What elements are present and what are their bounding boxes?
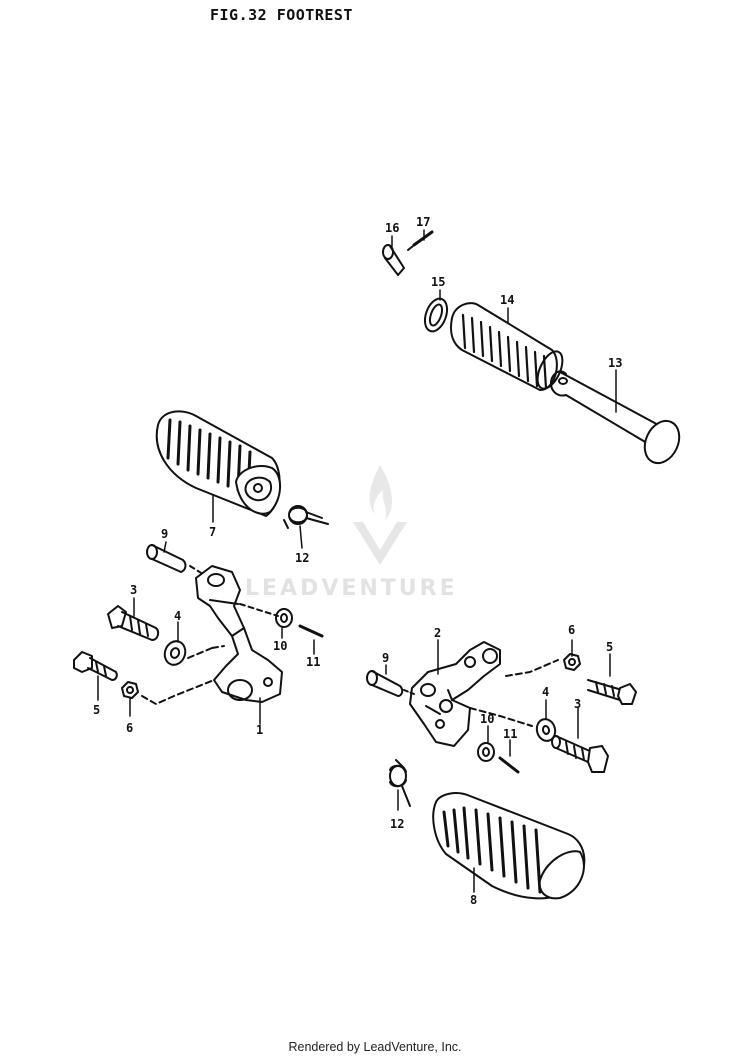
- callout-10-right: 10: [480, 712, 494, 726]
- part-12-spring-left: [283, 505, 329, 529]
- callout-12-right: 12: [390, 817, 404, 831]
- callout-6-right: 6: [568, 623, 575, 637]
- callout-15: 15: [431, 275, 445, 289]
- footer-credit: Rendered by LeadVenture, Inc.: [288, 1040, 462, 1054]
- part-9-pin-left: [146, 544, 207, 577]
- callout-12-left: 12: [295, 551, 309, 565]
- part-10-washer-right: [477, 742, 495, 762]
- part-4-washer-right: [469, 707, 557, 742]
- part-1-bracket-left: [195, 565, 283, 703]
- part-3-bolt-left: [107, 605, 160, 641]
- callout-3-left: 3: [130, 583, 137, 597]
- callout-11-right: 11: [503, 727, 517, 741]
- figure-title: FIG.32 FOOTREST: [210, 6, 353, 24]
- part-2-bracket-right: [409, 641, 501, 747]
- callout-4-right: 4: [542, 685, 549, 699]
- part-16-pin: [382, 244, 405, 276]
- part-15-washer: [423, 297, 449, 333]
- part-7-rubber: [155, 410, 281, 517]
- callout-16: 16: [385, 221, 399, 235]
- part-5-bolt-left: [73, 651, 118, 681]
- part-13-shaft: [550, 370, 681, 465]
- part-11-cotter-right: [498, 756, 520, 774]
- part-4-washer-left: [163, 640, 225, 666]
- callout-labels: 16 17 15 14 13 7 12 9 3 4 10 11 1 5 6 2 …: [93, 215, 622, 907]
- callout-14: 14: [500, 293, 514, 307]
- callout-1: 1: [256, 723, 263, 737]
- part-11-cotter-left: [239, 603, 324, 638]
- part-10-washer-left: [275, 608, 293, 628]
- leadventure-logo-icon: [353, 465, 407, 565]
- part-12-spring-right: [389, 759, 411, 807]
- callout-10-left: 10: [273, 639, 287, 653]
- callout-2: 2: [434, 626, 441, 640]
- watermark-text: LEADVENTURE: [245, 576, 458, 601]
- callout-7: 7: [209, 525, 216, 539]
- callout-9-left: 9: [161, 527, 168, 541]
- callout-11-left: 11: [306, 655, 320, 669]
- callout-17-label: 17: [416, 215, 430, 229]
- callout-8: 8: [470, 893, 477, 907]
- callout-4-left: 4: [174, 609, 181, 623]
- part-14-rubber: [450, 302, 564, 391]
- part-9-pin-right: [366, 670, 415, 697]
- part-6-nut-right: [505, 653, 581, 677]
- part-17-cotter-pin: [407, 230, 434, 251]
- callout-9-right: 9: [382, 651, 389, 665]
- callout-3-right: 3: [574, 697, 581, 711]
- callout-13: 13: [608, 356, 622, 370]
- part-8-rubber: [432, 792, 586, 900]
- part-6-nut-left: [121, 679, 215, 705]
- leader-lines: [97, 229, 617, 893]
- part-5-bolt-right: [587, 679, 637, 705]
- part-3-bolt-right: [551, 735, 609, 773]
- callout-5-left: 5: [93, 703, 100, 717]
- callout-6-left: 6: [126, 721, 133, 735]
- callout-5-right: 5: [606, 640, 613, 654]
